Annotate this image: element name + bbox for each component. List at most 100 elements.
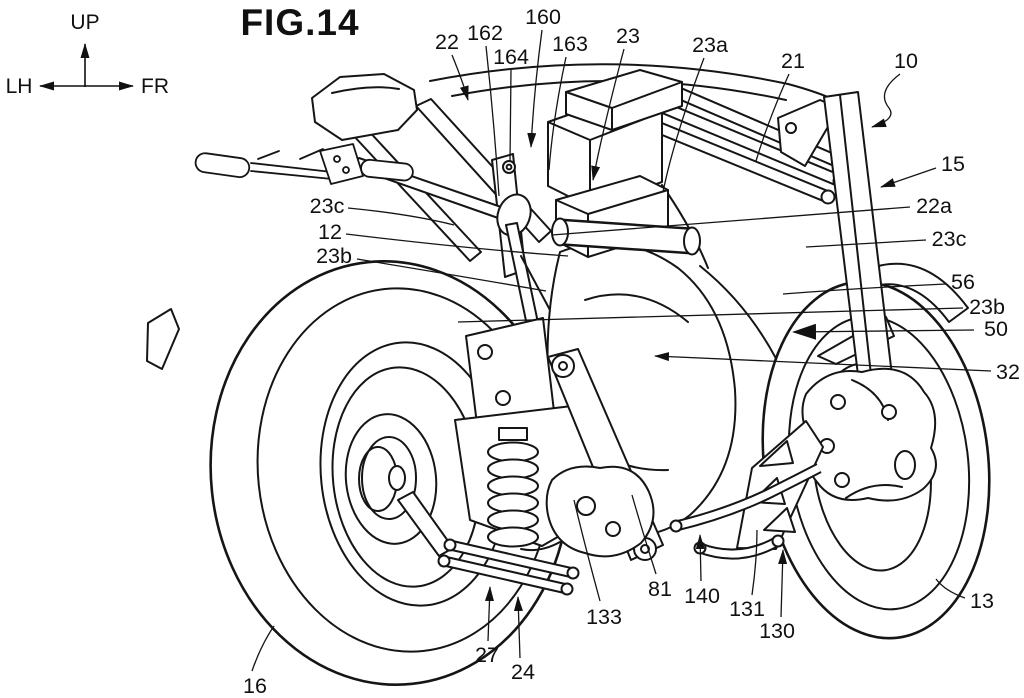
- front-brake-caliper-shape: [845, 484, 903, 499]
- ref-label-81-23: 81: [648, 577, 672, 601]
- ref-label-23a-6: 23a: [692, 33, 728, 57]
- rear-brake-unit-shape: [605, 521, 621, 537]
- leader-line-162-1: [485, 45, 500, 197]
- front-suspension-linkage: [669, 420, 824, 560]
- rear-brake-unit-shape: [545, 465, 655, 558]
- ref-label-131-25: 131: [729, 597, 765, 621]
- ref-label-164-2: 164: [493, 45, 529, 69]
- orientation-indicator: UP LH FR: [6, 11, 169, 98]
- cross-cylinder-shape: [551, 217, 569, 247]
- figure-header: FIG.14 UP LH FR: [6, 2, 359, 98]
- front-suspension-linkage-shape: [669, 519, 683, 533]
- axis-label-lh: LH: [6, 75, 33, 98]
- axis-label-fr: FR: [141, 75, 169, 98]
- ref-label-24-21: 24: [511, 660, 535, 684]
- cross-cylinder: [551, 217, 701, 256]
- leader-line-22a-10: [551, 206, 911, 236]
- leader-line-133-22: [573, 499, 601, 602]
- leader-line-23b-13: [457, 307, 964, 323]
- cross-cylinder-shape: [683, 226, 701, 256]
- front-suspension-linkage-shape: [675, 464, 821, 530]
- leader-line-131-25: [751, 529, 758, 596]
- leader-line-22-0: [451, 54, 469, 101]
- rear-suspension-shape: [558, 361, 568, 371]
- motor-case-shape: [584, 293, 689, 323]
- steering-head-shape: [777, 99, 840, 167]
- ref-label-130-26: 130: [759, 619, 795, 643]
- ref-label-50-14: 50: [984, 317, 1008, 341]
- rear-frame-shape: [502, 160, 516, 174]
- upper-bodywork-shape: [429, 63, 838, 102]
- front-suspension-linkage-shape: [698, 537, 780, 558]
- ref-label-160-3: 160: [525, 5, 561, 29]
- rear-fender-flap: [146, 308, 180, 370]
- handlebar-shape: [319, 143, 364, 185]
- leader-line-10-8: [871, 73, 901, 128]
- battery-assembly-shape: [565, 69, 683, 131]
- ref-label-23c-11: 23c: [932, 227, 967, 251]
- battery-assembly-shape: [658, 80, 850, 171]
- ref-label-22-0: 22: [435, 30, 459, 54]
- leader-line-23b-18: [356, 258, 547, 292]
- ref-label-21-7: 21: [781, 49, 805, 73]
- rear-suspension-shape: [498, 427, 528, 441]
- leader-line-16-19: [251, 625, 275, 672]
- battery-assembly-shape: [820, 189, 836, 205]
- leader-line-12-17: [345, 233, 569, 257]
- leader-line-163-4: [548, 56, 567, 171]
- ref-label-23b-18: 23b: [316, 244, 352, 268]
- rear-suspension-shape: [551, 354, 575, 378]
- lower-tie-rods-shape: [443, 557, 568, 593]
- lower-tie-rods-shape: [437, 554, 451, 568]
- rear-frame-shape: [331, 86, 400, 94]
- leader-line-23c-11: [805, 239, 927, 248]
- ref-label-12-17: 12: [318, 220, 342, 244]
- front-brake-caliper-shape: [894, 450, 916, 480]
- front-suspension-linkage-shape: [763, 507, 796, 533]
- ref-label-13-27: 13: [970, 589, 994, 613]
- leader-line-56-12: [782, 283, 947, 295]
- leader-line-13-27: [935, 578, 966, 599]
- rear-suspension-shape: [495, 390, 511, 406]
- motorcycle-drawing: [146, 63, 991, 686]
- front-brake-caliper-shape: [834, 472, 850, 488]
- front-brake-caliper-shape: [830, 394, 846, 410]
- cross-cylinder-shape: [559, 221, 693, 252]
- handlebar-shape: [257, 150, 280, 160]
- leader-line-23a-6: [662, 57, 705, 193]
- leader-line-160-3: [527, 29, 543, 148]
- leader-line-24-21: [513, 596, 523, 659]
- front-suspension-linkage-shape: [759, 440, 794, 467]
- leader-line-140-24: [695, 534, 705, 582]
- handlebar-shape: [250, 162, 333, 180]
- steering-head-shape: [785, 122, 797, 134]
- ref-label-23c-16: 23c: [310, 194, 345, 218]
- ref-label-27-20: 27: [475, 643, 499, 667]
- handlebar: [194, 143, 414, 185]
- rear-brake-unit: [520, 465, 655, 558]
- ref-label-23-5: 23: [616, 24, 640, 48]
- battery-assembly-shape: [638, 115, 830, 202]
- leader-line-27-20: [484, 586, 494, 642]
- axis-label-up: UP: [70, 11, 99, 34]
- leader-line-50-14: [792, 323, 975, 340]
- ref-label-32-15: 32: [996, 360, 1020, 384]
- rear-frame-shape: [311, 73, 418, 141]
- rear-frame-shape: [505, 163, 513, 171]
- ref-label-140-24: 140: [684, 584, 720, 608]
- ref-label-10-8: 10: [894, 49, 918, 73]
- front-fender-shape: [871, 262, 969, 323]
- handlebar-shape: [342, 166, 350, 174]
- ref-label-162-1: 162: [467, 21, 503, 45]
- lower-tie-rods-shape: [566, 566, 580, 580]
- front-brake-caliper-shape: [881, 404, 897, 420]
- handlebar-shape: [333, 155, 341, 163]
- lower-tie-rods-shape: [443, 538, 457, 552]
- leader-line-15-9: [880, 167, 937, 188]
- front-suspension-linkage-shape: [771, 534, 785, 548]
- ref-label-56-12: 56: [951, 270, 975, 294]
- leader-line-23-5: [591, 48, 625, 181]
